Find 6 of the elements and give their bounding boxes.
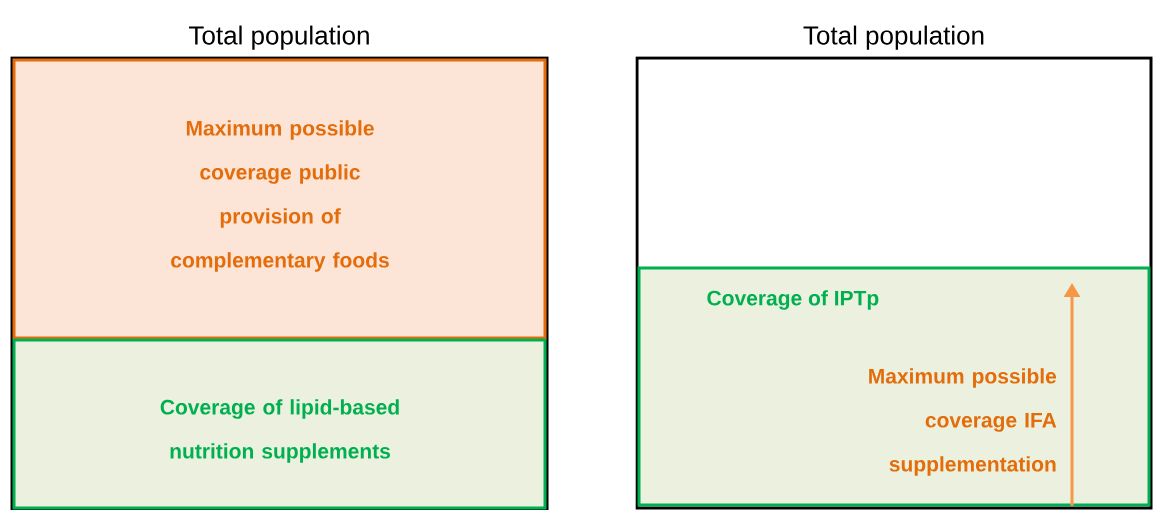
- coverage-label: Coverage of lipid-based nutrition supplements: [160, 399, 399, 463]
- box-heading: Total population: [189, 25, 369, 50]
- coverage-label: Maximum possible coverage IFA supplementation: [869, 368, 1057, 476]
- coverage-label: Maximum possible coverage public provision of complementary foods: [171, 120, 389, 272]
- coverage-label: Coverage of IPTp: [707, 290, 879, 310]
- box-heading: Total population: [803, 25, 984, 50]
